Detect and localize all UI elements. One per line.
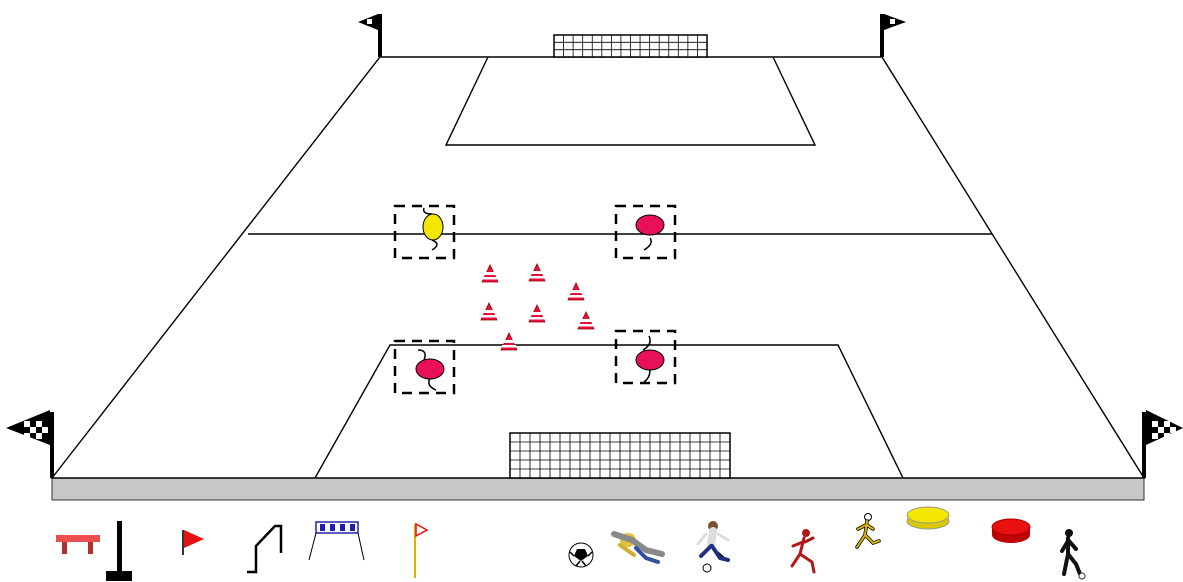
agility-pole-icon[interactable] — [247, 526, 281, 572]
corner-flag-near-left — [6, 410, 52, 478]
training-cone[interactable] — [578, 312, 594, 329]
red-player-marker[interactable] — [616, 206, 675, 258]
player-dribbling-icon[interactable] — [698, 521, 728, 572]
pitch-boundary — [52, 57, 1144, 478]
runner-yellow-icon[interactable] — [857, 514, 879, 548]
far-penalty-area — [446, 57, 815, 145]
far-goal — [554, 35, 707, 57]
red-player-marker[interactable] — [395, 341, 454, 393]
training-cone[interactable] — [529, 305, 545, 322]
corner-flag-near-right — [1144, 410, 1183, 478]
silhouette-player-icon[interactable] — [1062, 529, 1085, 579]
pitch-base-strip — [52, 478, 1144, 500]
training-cone[interactable] — [501, 333, 517, 350]
corner-flag-icon[interactable] — [183, 530, 204, 555]
pole-icon[interactable] — [106, 521, 132, 581]
training-cone[interactable] — [481, 303, 497, 320]
runner-red-icon[interactable] — [792, 529, 814, 572]
training-cone[interactable] — [529, 264, 545, 281]
corner-flag-far-right — [882, 14, 906, 57]
yellow-player-marker[interactable] — [395, 206, 454, 258]
pitch-lines — [52, 57, 1144, 478]
mini-goal-icon[interactable] — [309, 522, 364, 560]
goalkeeper-icon[interactable] — [614, 533, 662, 562]
yellow-disc-icon[interactable] — [907, 507, 949, 529]
ball-icon[interactable] — [569, 543, 593, 567]
red-disc-icon[interactable] — [992, 519, 1030, 543]
red-player-marker[interactable] — [616, 331, 675, 383]
training-cone[interactable] — [482, 265, 498, 282]
training-cone[interactable] — [568, 283, 584, 300]
hurdle-icon[interactable] — [56, 535, 100, 554]
corner-flag-far-left — [358, 14, 380, 57]
near-goal — [510, 433, 730, 478]
equipment-toolbar — [56, 507, 1085, 581]
marker-flag-icon[interactable] — [415, 524, 427, 578]
cone-group — [481, 264, 594, 350]
